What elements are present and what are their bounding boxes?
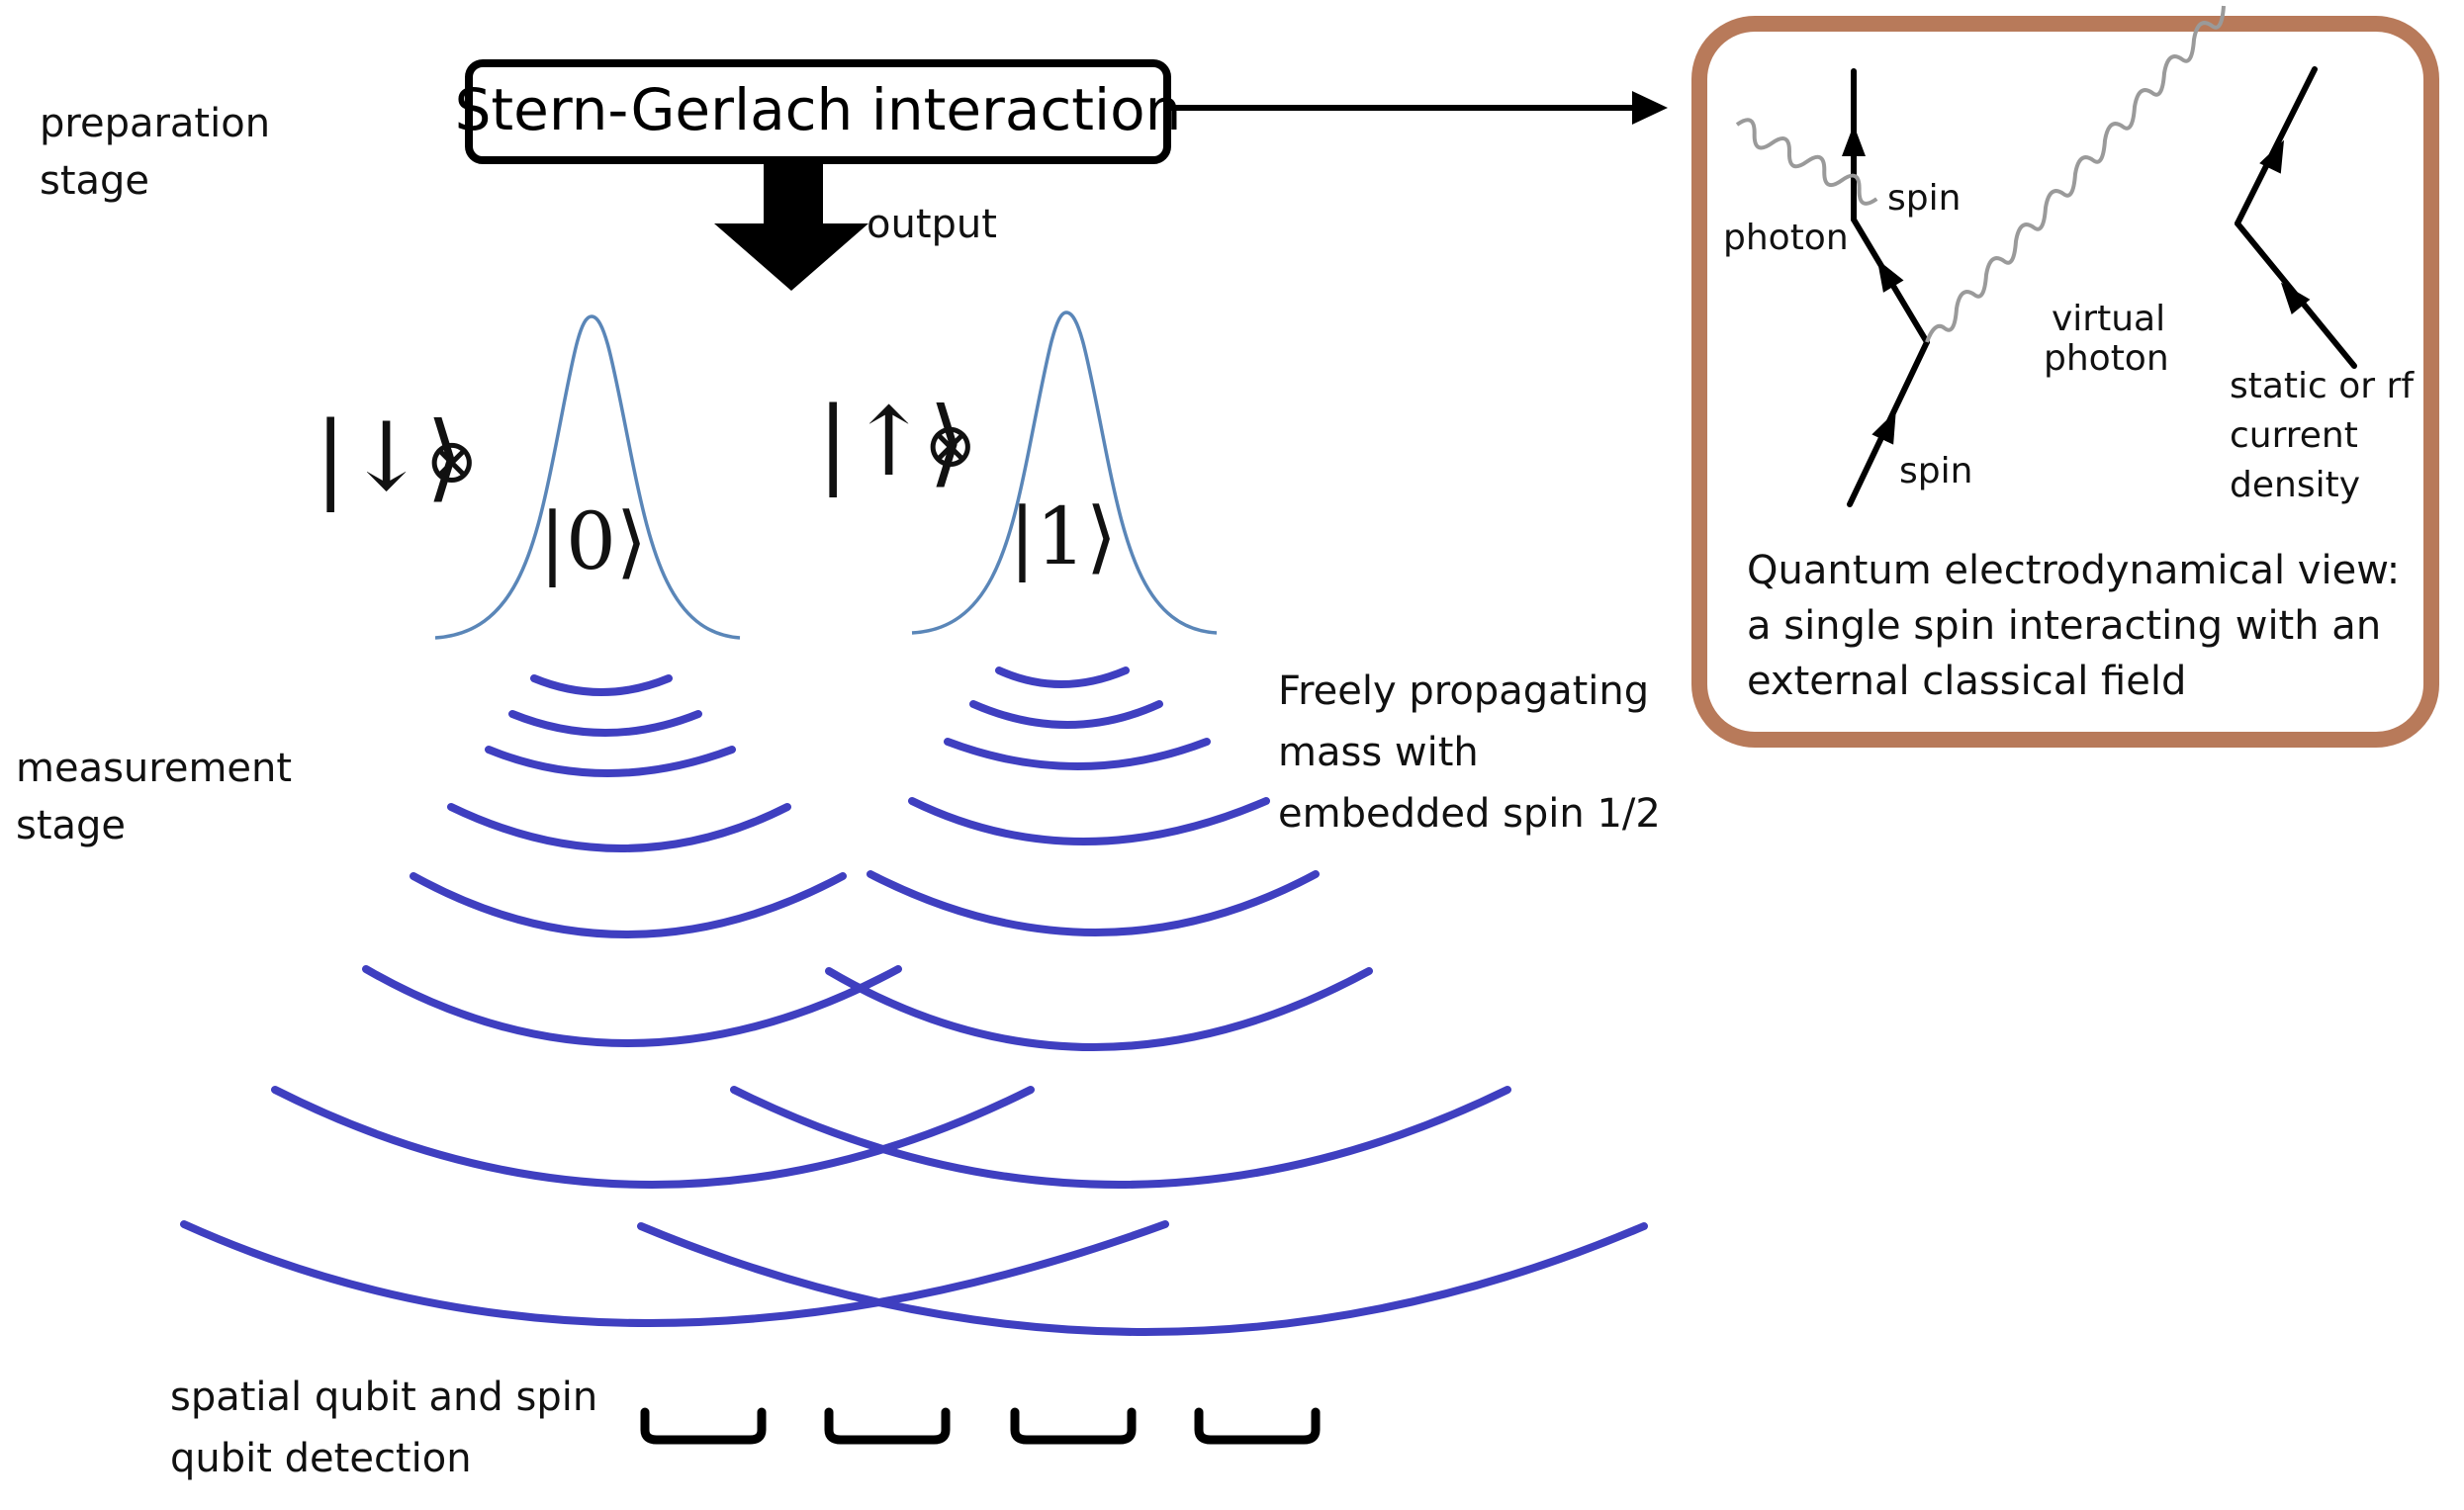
gaussian-left — [434, 314, 741, 640]
one-ket: |1⟩ — [1009, 490, 1117, 582]
detector-4 — [1194, 1407, 1321, 1445]
qed-caption-3: external classical field — [1747, 659, 2186, 704]
arrowhead — [2259, 139, 2285, 174]
wave-arc — [825, 967, 1373, 1051]
stern-gerlach-box — [465, 59, 1171, 164]
qed-caption-1: Quantum electrodynamical view: — [1747, 548, 2400, 593]
gaussian-right — [911, 311, 1218, 635]
freely-propagating-label-2: mass with — [1278, 730, 1479, 775]
wave-arc — [271, 1086, 1035, 1189]
stern-gerlach-title: Stern-Gerlach interaction — [455, 76, 1182, 143]
down-ket: |↓⟩ — [315, 401, 463, 512]
source-line-top — [2235, 66, 2318, 226]
arrowhead — [2280, 282, 2311, 314]
wave-arc — [944, 738, 1211, 770]
detector-3 — [1010, 1407, 1137, 1445]
fermion-arrowheads — [1842, 125, 2311, 445]
detection-label-1: spatial qubit and spin — [170, 1375, 597, 1420]
detection-label-2: qubit detection — [170, 1436, 472, 1481]
wave-arc — [530, 674, 673, 696]
wave-packet-left — [180, 674, 1169, 1327]
freely-propagating-label-3: embedded spin 1/2 — [1278, 791, 1661, 837]
wave-arc — [180, 1220, 1169, 1327]
spin-label-bottom: spin — [1899, 451, 1972, 491]
preparation-stage-label-1: preparation — [40, 101, 270, 146]
wave-arc — [362, 965, 902, 1047]
measurement-stage-label-1: measurement — [16, 746, 292, 791]
wave-arc — [508, 710, 702, 737]
wave-arc — [730, 1086, 1511, 1189]
preparation-stage-label-2: stage — [40, 158, 149, 204]
freely-propagating-label-1: Freely propagating — [1278, 668, 1649, 714]
static-label-3: density — [2230, 465, 2360, 505]
connector-arrowhead — [1632, 91, 1668, 125]
arrowhead — [1871, 410, 1896, 445]
wave-arc — [447, 803, 791, 852]
wave-arc — [908, 797, 1270, 845]
tensor-symbol-left: ⊗ — [425, 425, 479, 498]
wave-arc — [485, 746, 736, 777]
static-label-2: current — [2230, 415, 2358, 456]
virtual-photon-label-1: virtual — [2052, 299, 2165, 339]
wave-packet-right — [637, 666, 1648, 1336]
output-arrow — [714, 164, 868, 291]
photon-lines — [1735, 5, 2226, 343]
measurement-stage-label-2: stage — [16, 803, 126, 848]
detectors — [640, 1407, 1321, 1445]
arrowhead — [1876, 259, 1904, 293]
virtual-photon-wavy — [1925, 5, 2226, 343]
wave-arc — [995, 666, 1130, 688]
wave-arc — [410, 872, 847, 938]
virtual-photon-label-2: photon — [2044, 338, 2169, 379]
wave-arc — [969, 700, 1163, 729]
output-label: output — [867, 202, 997, 247]
spin-label-top: spin — [1887, 178, 1961, 219]
wave-arc — [867, 870, 1320, 936]
photon-label: photon — [1723, 218, 1849, 258]
detector-2 — [824, 1407, 951, 1445]
up-ket: |↑⟩ — [817, 387, 965, 497]
wave-arc — [637, 1222, 1648, 1336]
zero-ket: |0⟩ — [539, 495, 647, 587]
tensor-symbol-right: ⊗ — [924, 409, 977, 483]
arrowhead — [1842, 125, 1866, 156]
static-label-1: static or rf — [2230, 366, 2415, 406]
detector-1 — [640, 1407, 767, 1445]
qed-caption-2: a single spin interacting with an — [1747, 603, 2381, 649]
photon-wavy — [1735, 118, 1878, 206]
